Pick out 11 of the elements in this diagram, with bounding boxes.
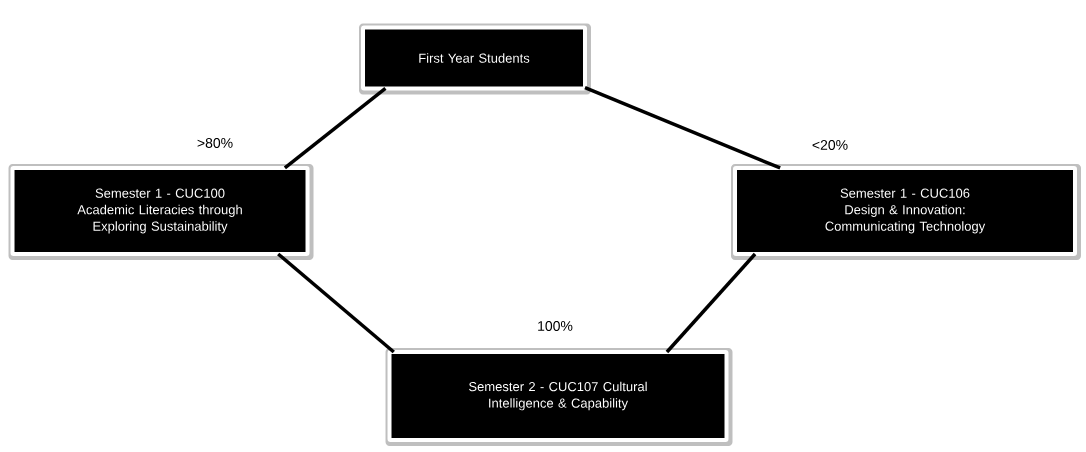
edge-label: <20% [812, 140, 848, 150]
percentage-label: 100% [538, 321, 573, 331]
process-box: Semester 1 - CUC106 Design & Innovation: Communicating Technology [731, 164, 1081, 260]
edge-label: >80% [197, 138, 233, 148]
process-box: Semester 2 - CUC107 Cultural Intelligence & Capability [385, 348, 733, 446]
connector-line [665, 252, 757, 354]
connector-line [584, 86, 781, 170]
process-box: Semester 1 - CUC100 Academic Literacies through Exploring Sustainability [8, 164, 314, 260]
process-box: First Year Students [359, 23, 591, 95]
connector-line [277, 252, 395, 354]
connector-line [283, 87, 387, 170]
